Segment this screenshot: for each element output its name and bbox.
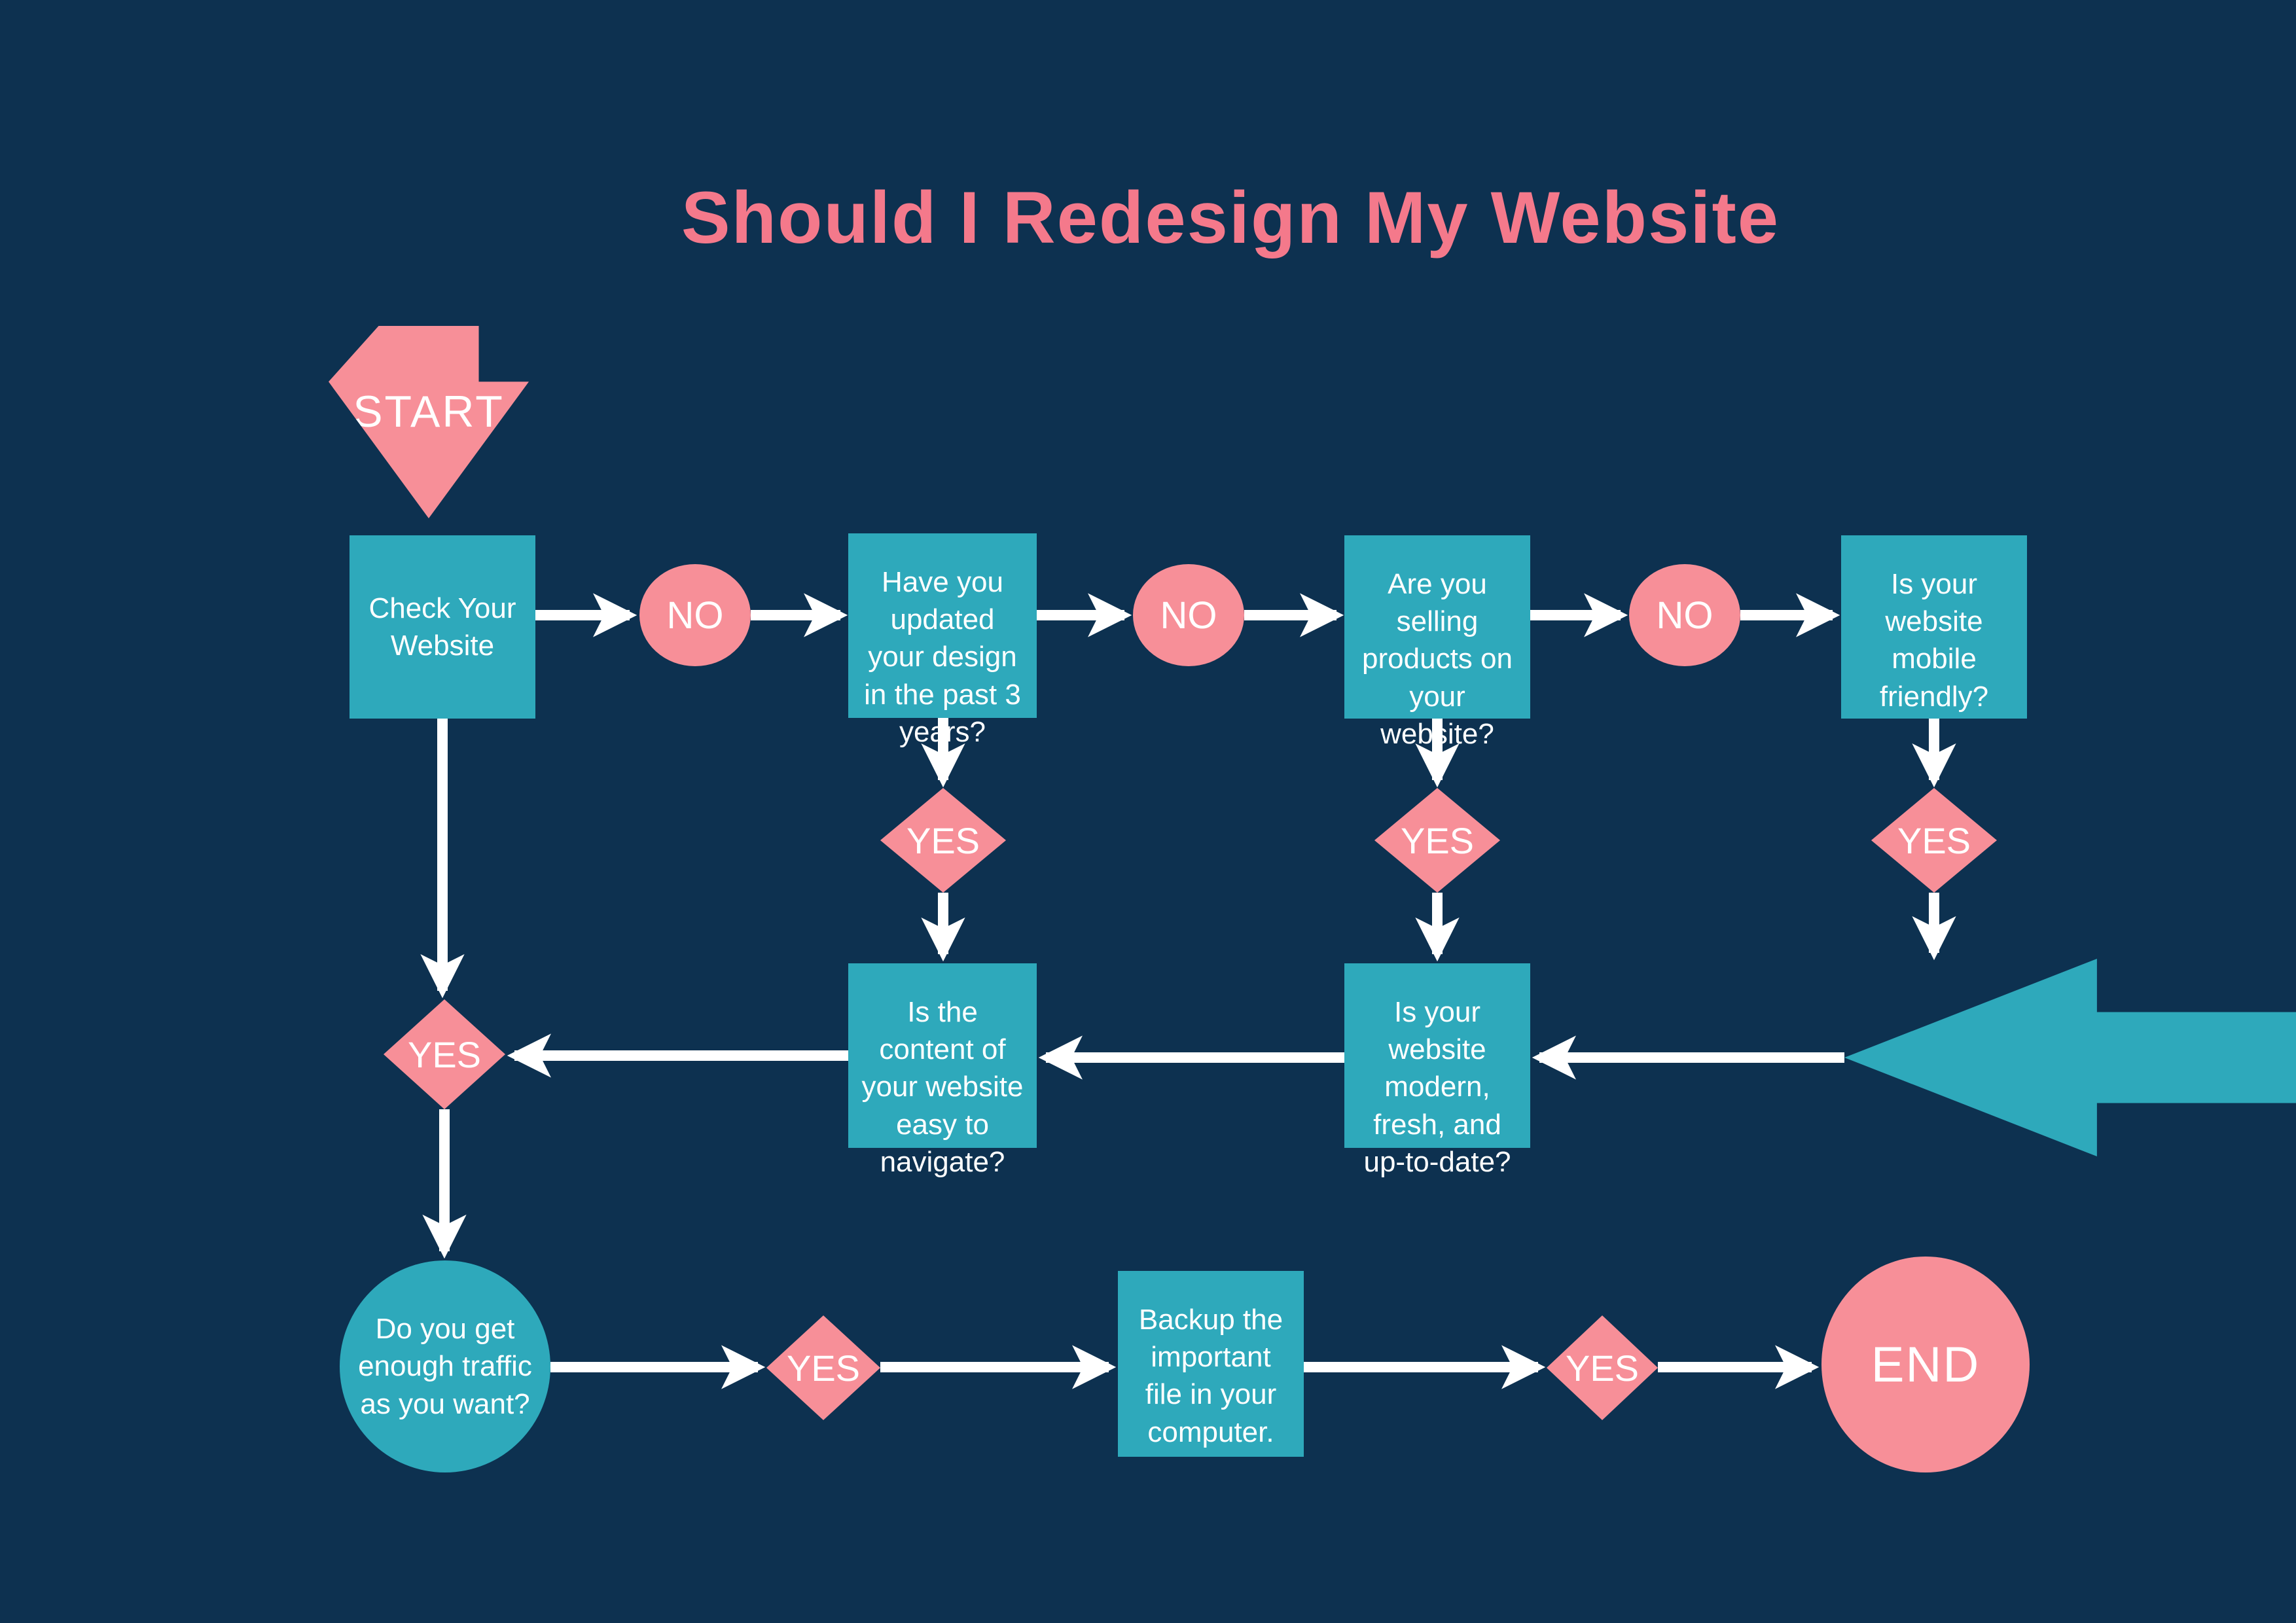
yes-diamond-selling-label: YES bbox=[1400, 819, 1475, 861]
yes-diamond-navigate-label: YES bbox=[407, 1033, 482, 1075]
no-circle-3: NO bbox=[1629, 564, 1740, 666]
no-circle-2: NO bbox=[1133, 564, 1244, 666]
modern-fresh-box: Is your website modern, fresh, and up-to… bbox=[1344, 963, 1530, 1178]
updated-design-label: Have you updated your design in the past… bbox=[864, 566, 1021, 748]
content-navigate-box: Is the content of your website easy to n… bbox=[848, 963, 1037, 1178]
traffic-ellipse: Do you get enough traffic as you want? bbox=[340, 1260, 550, 1472]
no-circle-1: NO bbox=[639, 564, 751, 666]
check-your-website-label: Check Your Website bbox=[368, 592, 516, 662]
backup-box: Backup the important file in your comput… bbox=[1118, 1271, 1304, 1457]
selling-products-label: Are you selling products on your website… bbox=[1362, 568, 1513, 750]
yes-diamond-mobile-label: YES bbox=[1897, 819, 1971, 861]
no-circle-1-label: NO bbox=[666, 594, 724, 637]
page-title: Should I Redesign My Website bbox=[681, 177, 1780, 259]
no-circle-2-label: NO bbox=[1160, 594, 1217, 637]
check-your-website-box: Check Your Website bbox=[350, 535, 535, 719]
end-label: END bbox=[1871, 1336, 1981, 1393]
yes-diamond-updated-label: YES bbox=[906, 819, 980, 861]
content-navigate-label: Is the content of your website easy to n… bbox=[861, 996, 1024, 1178]
mobile-friendly-label: Is your website mobile friendly? bbox=[1879, 568, 1989, 713]
traffic-label: Do you get enough traffic as you want? bbox=[358, 1313, 532, 1420]
yes-diamond-backup-label: YES bbox=[1565, 1347, 1640, 1389]
end-ellipse: END bbox=[1821, 1257, 2030, 1472]
modern-fresh-label: Is your website modern, fresh, and up-to… bbox=[1363, 996, 1511, 1178]
start-label: START bbox=[353, 387, 505, 437]
selling-products-box: Are you selling products on your website… bbox=[1344, 535, 1530, 750]
mobile-friendly-box: Is your website mobile friendly? bbox=[1841, 535, 2027, 719]
no-circle-3-label: NO bbox=[1656, 594, 1713, 637]
backup-label: Backup the important file in your comput… bbox=[1138, 1304, 1283, 1448]
updated-design-box: Have you updated your design in the past… bbox=[848, 533, 1037, 748]
yes-diamond-traffic-label: YES bbox=[786, 1347, 861, 1389]
